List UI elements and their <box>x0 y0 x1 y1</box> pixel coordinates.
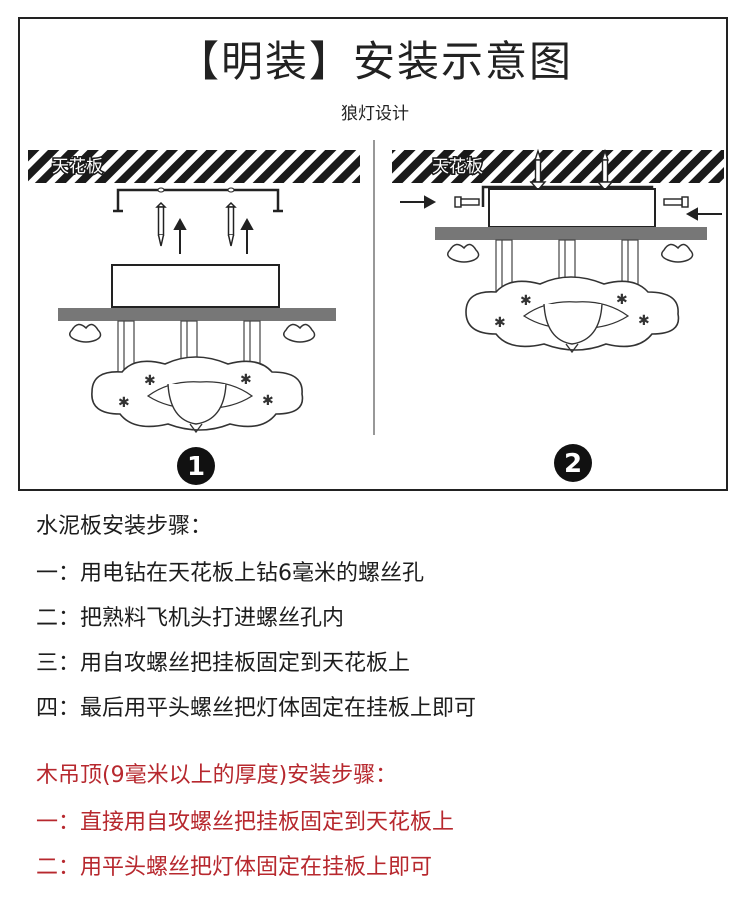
installation-diagram: 天花板 <box>28 140 724 485</box>
lamp-canopy-1 <box>111 264 280 308</box>
ceiling-hatch-1 <box>28 150 360 183</box>
panel-1-illustration: 天花板 <box>28 150 360 485</box>
page-subtitle: 狼灯设计 <box>341 104 409 124</box>
arrow-up-icon <box>173 217 254 254</box>
svg-text:✱: ✱ <box>144 373 156 389</box>
step-badge-1 <box>177 447 215 485</box>
concrete-step-2: 二：把熟料飞机头打进螺丝孔内 <box>36 606 345 631</box>
lamp-bulb-2 <box>543 303 603 345</box>
svg-text:✱: ✱ <box>638 313 650 329</box>
wood-step-2: 二：用平头螺丝把灯体固定在挂板上即可 <box>36 855 433 880</box>
concrete-step-4: 四：最后用平头螺丝把灯体固定在挂板上即可 <box>36 696 477 721</box>
screw-icon <box>529 148 614 192</box>
wood-step-1: 一：直接用自攻螺丝把挂板固定到天花板上 <box>36 810 455 835</box>
lamp-bulb-1 <box>167 383 227 425</box>
svg-text:✱: ✱ <box>494 315 506 331</box>
lamp-canopy-2 <box>488 188 656 228</box>
concrete-step-3: 三：用自攻螺丝把挂板固定到天花板上 <box>36 651 411 676</box>
svg-text:✱: ✱ <box>240 372 252 388</box>
instructions-section: 水泥板安装步骤： 一：用电钻在天花板上钻6毫米的螺丝孔 二：把熟料飞机头打进螺丝… <box>36 512 726 883</box>
page-title: 【明装】安装示意图 <box>176 37 573 86</box>
wood-heading: 木吊顶(9毫米以上的厚度)安装步骤： <box>36 763 398 788</box>
svg-text:✱: ✱ <box>262 393 274 409</box>
step-number-2: 2 <box>564 449 582 479</box>
star-icon: ✱ ✱ ✱ ✱ <box>118 372 274 411</box>
ceiling-label-1: 天花板 <box>52 157 103 177</box>
mounting-bracket-1 <box>113 188 283 213</box>
lamp-plate-2 <box>435 227 707 240</box>
star-icon: ✱ ✱ ✱ ✱ <box>494 292 650 331</box>
step-badge-2 <box>554 444 592 482</box>
arrow-left-icon <box>685 207 722 221</box>
concrete-step-1: 一：用电钻在天花板上钻6毫米的螺丝孔 <box>36 561 424 586</box>
concrete-heading: 水泥板安装步骤： <box>36 514 213 539</box>
flower-decoration <box>447 243 694 263</box>
step-number-1: 1 <box>187 452 205 482</box>
screw-icon <box>225 201 237 247</box>
flower-decoration <box>69 323 316 343</box>
panel-2-illustration: 天花板 <box>392 148 724 482</box>
lamp-plate-1 <box>58 308 336 321</box>
ceiling-hatch-2 <box>392 150 724 183</box>
svg-text:✱: ✱ <box>520 293 532 309</box>
svg-text:✱: ✱ <box>118 395 130 411</box>
svg-text:✱: ✱ <box>616 292 628 308</box>
ceiling-label-2: 天花板 <box>432 157 483 177</box>
screw-icon <box>454 196 689 208</box>
arrow-right-icon <box>400 195 437 209</box>
screw-icon <box>155 201 167 247</box>
